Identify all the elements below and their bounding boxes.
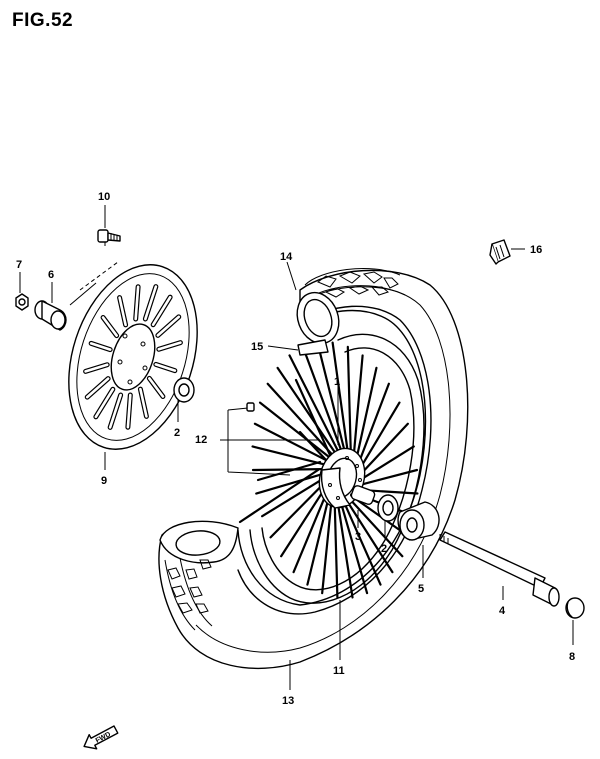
brake-disc: [68, 264, 198, 450]
disc-slot: [148, 377, 165, 398]
disc-slot: [118, 296, 127, 327]
callout-5: 5: [418, 583, 424, 595]
callout-11: 11: [333, 665, 345, 677]
rim: [249, 333, 425, 604]
spoke: [258, 401, 339, 465]
disc-slot: [157, 341, 182, 351]
bearing-right: [377, 494, 399, 522]
callout-8: 8: [569, 651, 575, 663]
rim-band: [297, 339, 329, 356]
disc-slot: [101, 316, 118, 337]
axle-cap: [565, 597, 585, 619]
callout-14: 14: [280, 251, 293, 263]
collar-spacer: [34, 300, 67, 331]
disc-bolt: [97, 229, 121, 243]
hex-nut: [15, 293, 29, 311]
spoke: [298, 430, 328, 462]
callout-labels: 10 7 6 2 9 14 15 12 1 3 2 5 4 8 11 13 16: [16, 191, 575, 707]
callout-13: 13: [282, 695, 294, 707]
spoke: [251, 445, 335, 468]
disc-slot: [85, 377, 110, 399]
spoke: [339, 492, 382, 586]
disc-slot: [154, 363, 177, 372]
spoke: [253, 422, 337, 466]
spoke: [301, 345, 347, 464]
callout-2-right: 2: [381, 543, 387, 555]
spoke: [337, 492, 369, 595]
callout-10: 10: [98, 191, 110, 203]
disc-slot: [126, 393, 132, 429]
spoke: [335, 490, 354, 599]
spoke: [294, 378, 332, 457]
callout-16: 16: [530, 244, 542, 256]
disc-slot: [108, 393, 122, 429]
callout-2-left: 2: [174, 427, 180, 439]
disc-slot: [151, 295, 172, 326]
spoke: [343, 492, 404, 558]
disc-slot: [139, 387, 148, 418]
disc-slot: [84, 363, 109, 373]
spoke: [341, 492, 394, 574]
front-axle: [439, 531, 560, 607]
spoke: [255, 470, 333, 495]
spoke: [316, 341, 349, 466]
callout-15: 15: [251, 341, 263, 353]
spoke: [276, 366, 343, 464]
callout-12: 12: [195, 434, 207, 446]
callout-6: 6: [48, 269, 54, 281]
fwd-label: FWD: [95, 731, 112, 745]
disc-slot: [144, 285, 158, 321]
spoke: [346, 345, 353, 469]
leader-lines: [19, 205, 574, 690]
disc-slot: [94, 388, 115, 419]
spoke-nipple: [246, 402, 255, 412]
figure-title: FIG.52: [12, 10, 74, 31]
axle-spacer: [397, 501, 440, 541]
callout-3: 3: [355, 531, 361, 543]
disc-slot: [89, 342, 112, 351]
callout-7: 7: [16, 259, 22, 271]
forward-direction-arrow: FWD: [83, 725, 119, 750]
disc-slot: [134, 285, 140, 321]
spoke: [256, 460, 322, 482]
callout-4: 4: [499, 605, 506, 617]
hub-collar: [350, 485, 376, 505]
valve-cap: [489, 239, 511, 265]
spoke: [238, 468, 320, 524]
callout-9: 9: [101, 475, 107, 487]
callout-1: 1: [334, 376, 340, 388]
spoke: [288, 354, 345, 464]
disc-slot: [156, 315, 181, 337]
bearing-left: [173, 377, 195, 403]
spoke: [331, 341, 351, 467]
